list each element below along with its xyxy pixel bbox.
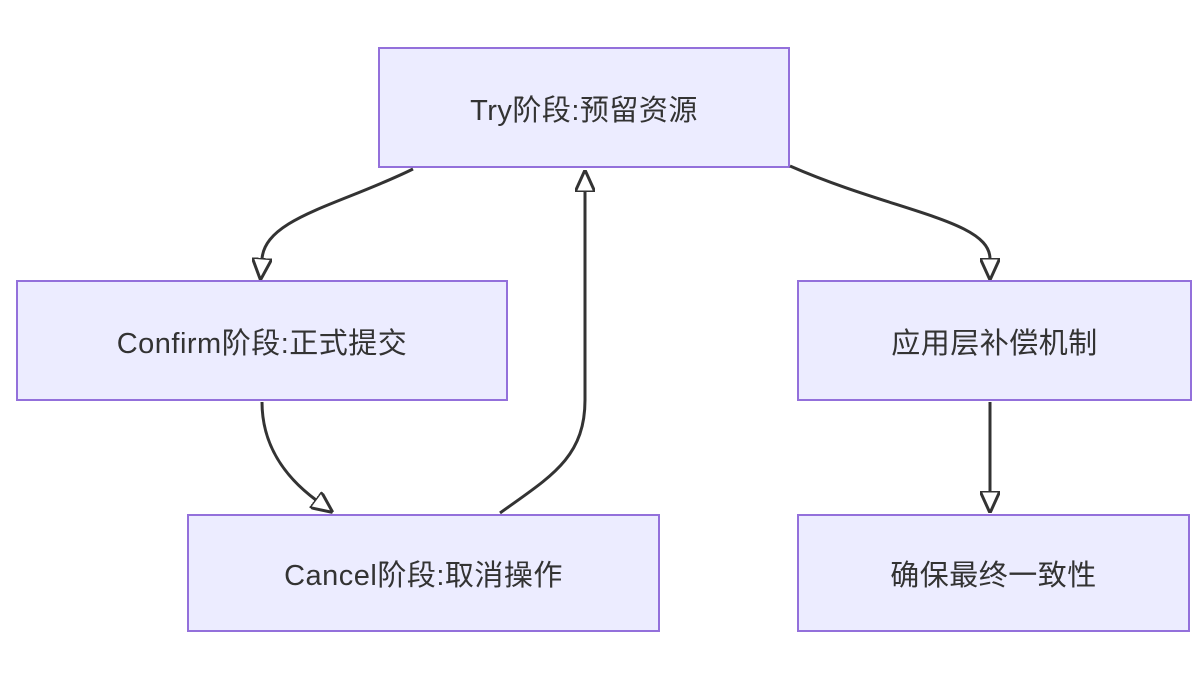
node-try-phase: Try阶段:预留资源 [378, 47, 790, 168]
edge-try-to-confirm [262, 167, 414, 259]
node-confirm-phase: Confirm阶段:正式提交 [16, 280, 508, 401]
edge-try-to-compensation [789, 164, 990, 259]
node-confirm-label: Confirm阶段:正式提交 [116, 327, 408, 360]
node-consistency-label: 确保最终一致性 [890, 560, 1097, 592]
node-cancel-phase: Cancel阶段:取消操作 [187, 514, 660, 632]
node-compensation-label: 应用层补偿机制 [891, 327, 1098, 360]
edge-cancel-to-try [499, 191, 585, 515]
edge-confirm-to-cancel [260, 401, 316, 500]
node-cancel-label: Cancel阶段:取消操作 [284, 560, 563, 592]
node-compensation: 应用层补偿机制 [797, 280, 1192, 401]
node-consistency: 确保最终一致性 [797, 514, 1190, 632]
node-try-label: Try阶段:预留资源 [470, 94, 698, 127]
